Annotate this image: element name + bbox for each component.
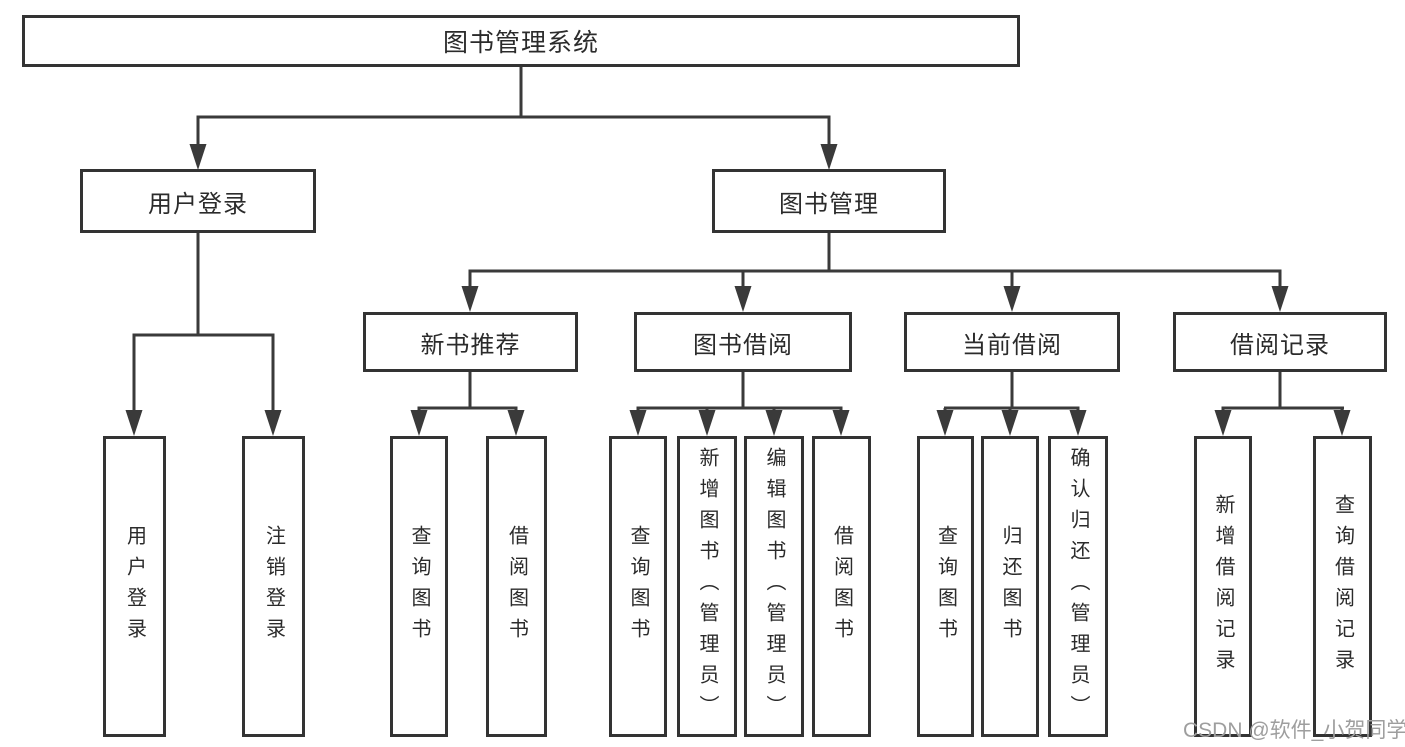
- node-leaf-borrow-books: 借阅图书: [812, 436, 871, 737]
- node-label: 用户登录: [123, 524, 146, 649]
- node-label: 新增借阅记录: [1212, 493, 1234, 680]
- node-leaf-borrow-books-recommend: 借阅图书: [486, 436, 547, 737]
- node-label: 查询图书: [934, 524, 957, 649]
- node-leaf-edit-book-admin: 编辑图书（管理员）: [744, 436, 804, 737]
- node-label: 确认归还（管理员）: [1067, 447, 1089, 726]
- node-label: 归还图书: [999, 524, 1021, 649]
- node-leaf-query-books-borrow: 查询图书: [609, 436, 667, 737]
- node-leaf-confirm-return-admin: 确认归还（管理员）: [1048, 436, 1108, 737]
- node-leaf-query-books-recommend: 查询图书: [390, 436, 448, 737]
- node-label: 借阅图书: [505, 524, 528, 649]
- node-leaf-add-borrow-record: 新增借阅记录: [1194, 436, 1252, 737]
- node-label: 编辑图书（管理员）: [763, 447, 785, 726]
- node-leaf-logout: 注销登录: [242, 436, 305, 737]
- node-label: 借阅记录: [1230, 331, 1330, 359]
- node-label: 注销登录: [262, 524, 285, 649]
- node-label: 查询借阅记录: [1331, 493, 1354, 680]
- node-label: 新书推荐: [420, 331, 521, 359]
- node-borrow-records: 借阅记录: [1173, 312, 1387, 372]
- node-leaf-user-login: 用户登录: [103, 436, 166, 737]
- node-label: 图书管理系统: [442, 29, 599, 57]
- node-leaf-return-book: 归还图书: [981, 436, 1039, 737]
- node-new-book-recommend: 新书推荐: [363, 312, 578, 372]
- node-current-borrow: 当前借阅: [904, 312, 1120, 372]
- watermark: CSDN @软件_小贺同学: [1183, 719, 1405, 742]
- node-label: 图书管理: [779, 190, 879, 218]
- node-label: 图书借阅: [693, 331, 793, 359]
- node-book-borrow: 图书借阅: [634, 312, 852, 372]
- node-library-management-system: 图书管理系统: [22, 15, 1020, 67]
- node-user-login: 用户登录: [80, 169, 316, 233]
- node-leaf-add-book-admin: 新增图书（管理员）: [677, 436, 737, 737]
- node-leaf-query-books-current: 查询图书: [917, 436, 974, 737]
- node-label: 查询图书: [408, 524, 430, 649]
- node-leaf-query-borrow-record: 查询借阅记录: [1313, 436, 1372, 737]
- node-label: 当前借阅: [962, 331, 1062, 359]
- node-label: 用户登录: [148, 190, 248, 218]
- node-label: 借阅图书: [830, 524, 853, 649]
- node-book-management: 图书管理: [712, 169, 946, 233]
- node-label: 查询图书: [627, 524, 649, 649]
- node-label: 新增图书（管理员）: [696, 447, 718, 726]
